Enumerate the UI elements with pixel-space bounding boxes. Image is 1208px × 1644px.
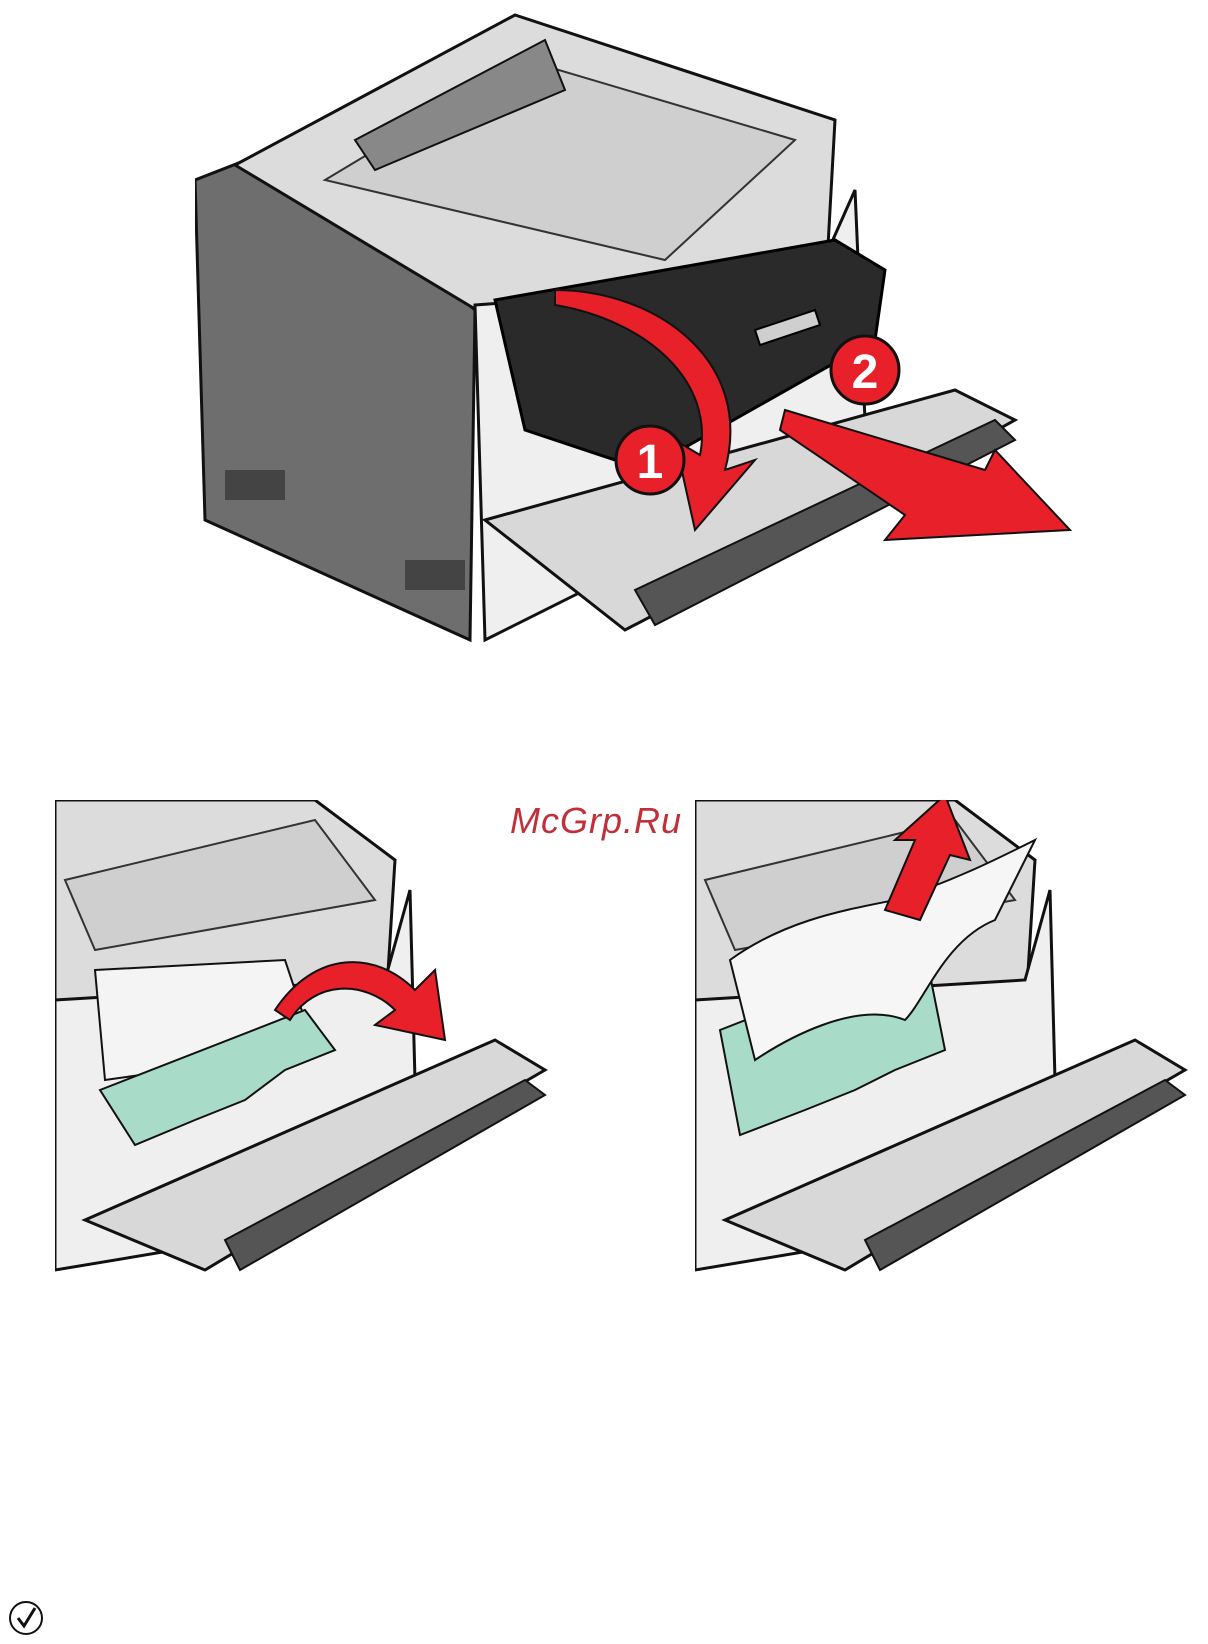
remove-jammed-paper-illustration xyxy=(695,800,1208,1310)
watermark: McGrp.Ru xyxy=(510,800,682,842)
printer-foot xyxy=(225,470,285,500)
printer-foot xyxy=(405,560,465,590)
printer-cartridge-removal-illustration: 1 2 xyxy=(195,0,1075,665)
lift-flap-illustration xyxy=(55,800,575,1310)
step-1-label: 1 xyxy=(637,436,664,489)
checkmark-circle-icon xyxy=(8,1600,44,1636)
step-2-label: 2 xyxy=(852,346,879,399)
